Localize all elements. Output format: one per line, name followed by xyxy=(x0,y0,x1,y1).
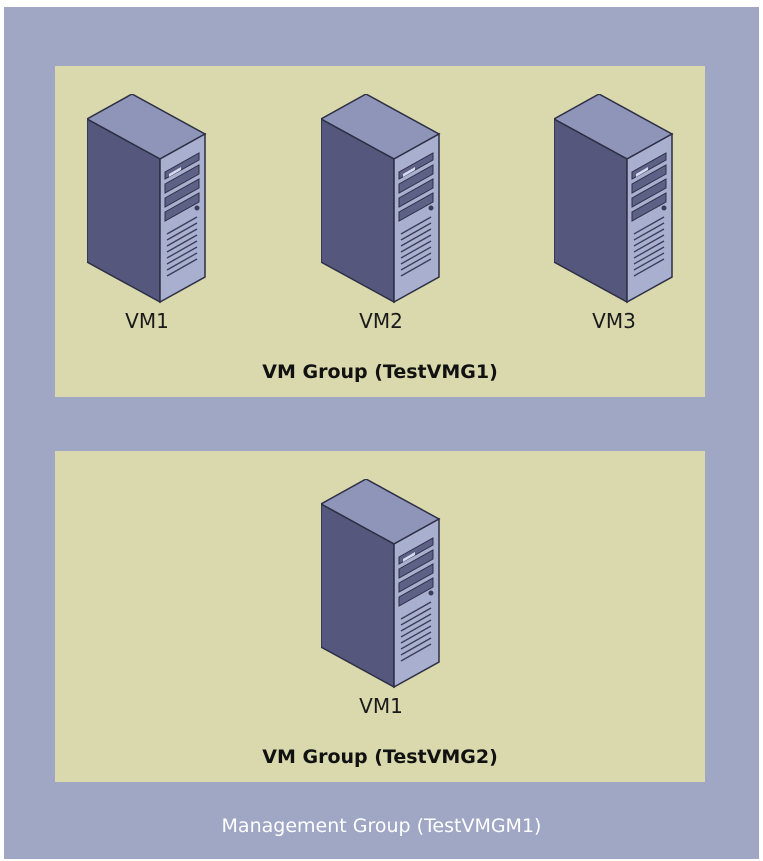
vm-label: VM1 xyxy=(359,694,403,718)
vm-label: VM1 xyxy=(125,309,169,333)
vm-group-testvmg1: VM1 VM2 VM3 VM Group (TestVMG1) xyxy=(55,66,705,397)
vm-label: VM2 xyxy=(359,309,403,333)
vm-group-label: VM Group (TestVMG1) xyxy=(262,361,498,383)
vm-label: VM3 xyxy=(592,309,636,333)
management-group-box: VM1 VM2 VM3 VM Group (TestVMG1) VM1 VM G… xyxy=(4,7,759,859)
server-tower-icon xyxy=(554,94,674,304)
vm-group-testvmg2: VM1 VM Group (TestVMG2) xyxy=(55,451,705,782)
server-tower-icon xyxy=(321,479,441,689)
vm-group-label: VM Group (TestVMG2) xyxy=(262,746,498,768)
server-tower-icon xyxy=(321,94,441,304)
management-group-label: Management Group (TestVMGM1) xyxy=(221,815,542,837)
server-tower-icon xyxy=(87,94,207,304)
